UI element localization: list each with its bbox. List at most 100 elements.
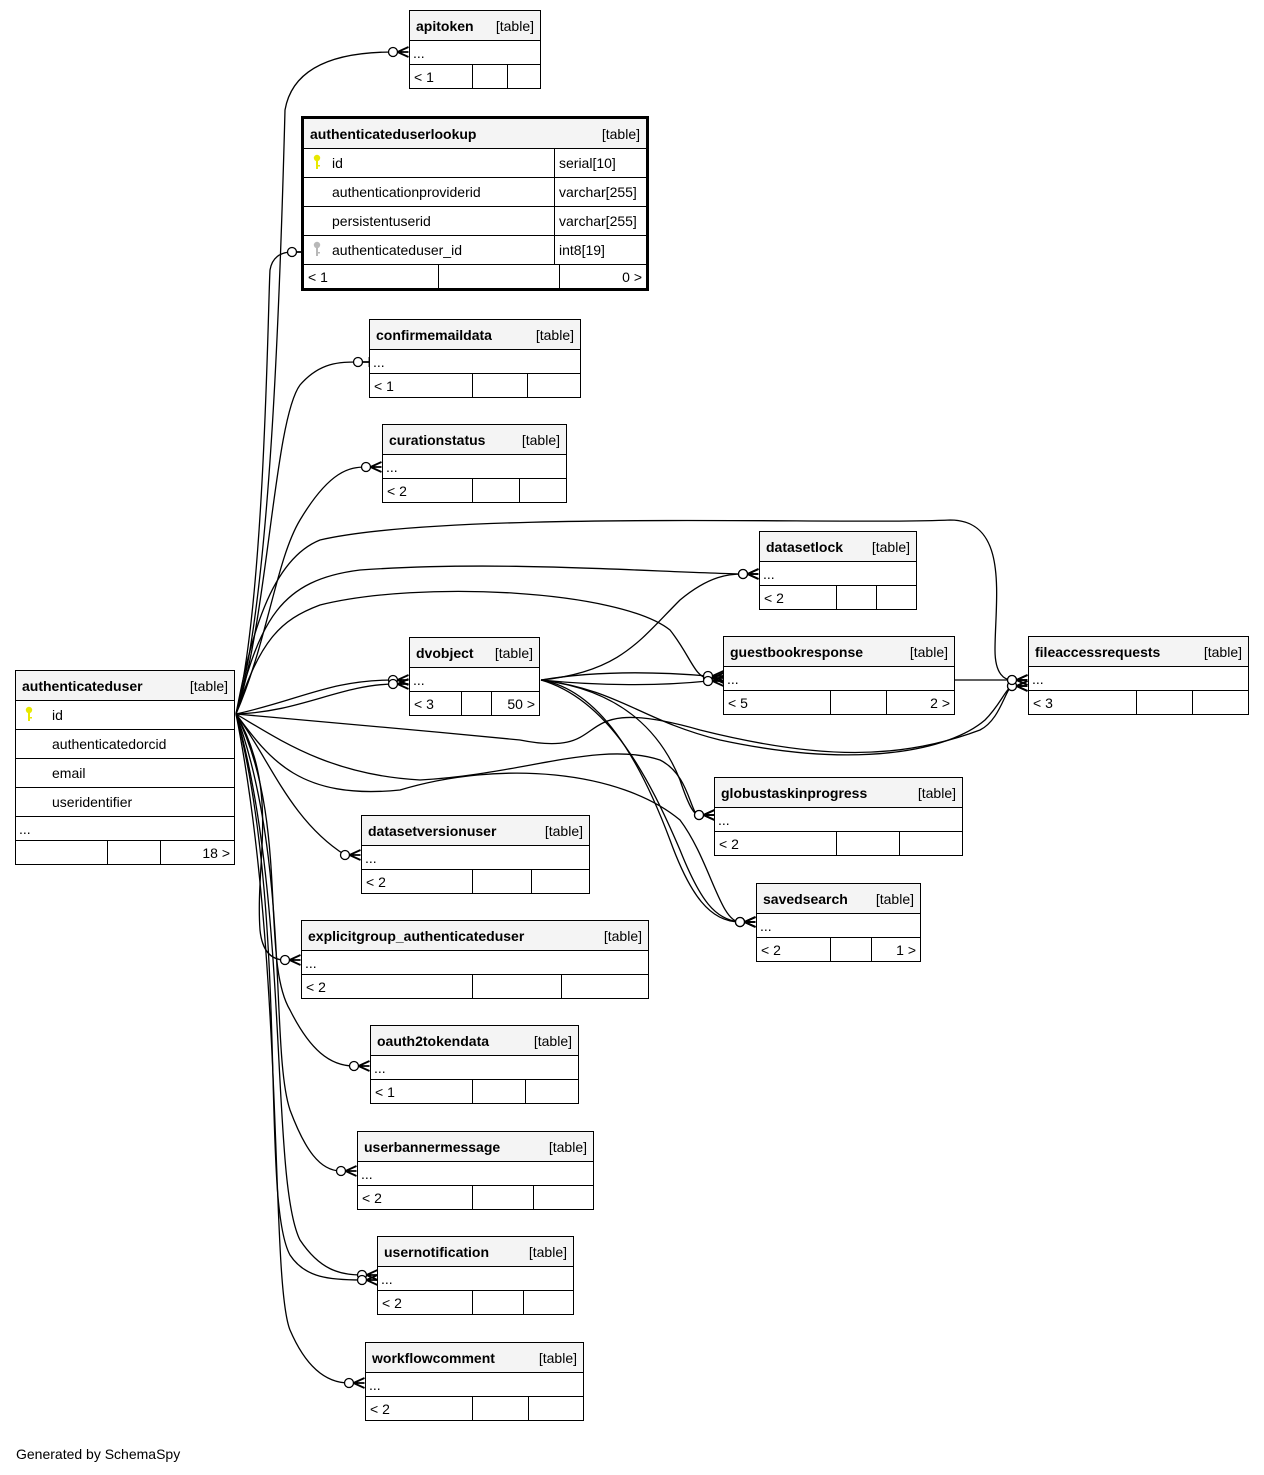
table-userbannermessage[interactable]: userbannermessage[table] ... < 2 [357, 1131, 594, 1210]
footer-cell [836, 586, 876, 609]
cardinality-many-icon [289, 954, 301, 966]
column-row: email [16, 758, 234, 787]
children-count[interactable] [533, 1186, 593, 1209]
cardinality-zero-icon [352, 356, 364, 368]
children-count[interactable] [507, 65, 540, 88]
table-explicitgroup-authenticateduser[interactable]: explicitgroup_authenticateduser[table] .… [301, 920, 649, 999]
parents-count[interactable]: < 5 [728, 694, 748, 711]
table-name[interactable]: apitoken [416, 17, 474, 34]
parents-count[interactable]: < 1 [374, 377, 394, 394]
table-name[interactable]: datasetversionuser [368, 822, 497, 839]
parents-count[interactable]: < 2 [387, 482, 407, 499]
footer-cell [836, 832, 899, 855]
children-count[interactable]: 0 > [559, 265, 646, 288]
table-name[interactable]: userbannermessage [364, 1138, 501, 1155]
relationship-dvobject-globus [540, 679, 700, 816]
children-count[interactable] [561, 975, 648, 998]
parents-count[interactable]: < 2 [366, 873, 386, 890]
cardinality-many-icon [366, 1274, 378, 1286]
parents-count[interactable]: < 3 [1033, 694, 1053, 711]
parents-count[interactable] [16, 841, 107, 864]
table-name[interactable]: savedsearch [763, 890, 848, 907]
table-name[interactable]: usernotification [384, 1243, 490, 1260]
children-count[interactable]: 50 > [491, 692, 539, 715]
column-type: varchar[255] [554, 178, 646, 206]
children-count[interactable] [525, 1080, 578, 1103]
table-workflowcomment[interactable]: workflowcomment[table] ... < 2 [365, 1342, 584, 1421]
parents-count[interactable]: < 3 [414, 695, 434, 712]
table-authenticateduserlookup[interactable]: authenticateduserlookup[table] id serial… [301, 116, 649, 291]
relationship-dvobject-a [235, 679, 394, 715]
children-count[interactable] [528, 1397, 583, 1420]
children-count[interactable] [899, 832, 962, 855]
table-usernotification[interactable]: usernotification[table] ... < 2 [377, 1236, 574, 1315]
table-name[interactable]: guestbookresponse [730, 643, 864, 660]
table-kind: [table] [521, 431, 560, 448]
parents-count[interactable]: < 2 [382, 1294, 402, 1311]
table-curationstatus[interactable]: curationstatus[table] ... < 2 [382, 424, 567, 503]
children-count[interactable] [527, 374, 580, 397]
table-name[interactable]: datasetlock [766, 538, 844, 555]
table-name[interactable]: confirmemaildata [376, 326, 492, 343]
column-type: int8[19] [554, 236, 646, 264]
footer-cell [107, 841, 160, 864]
children-count[interactable] [519, 479, 566, 502]
children-count[interactable]: 1 > [871, 938, 920, 961]
footer-cell [472, 1397, 528, 1420]
table-kind: [table] [601, 125, 640, 142]
table-datasetversionuser[interactable]: datasetversionuser[table] ... < 2 [361, 815, 590, 894]
children-count[interactable] [1192, 691, 1248, 714]
generated-by-credit: Generated by SchemaSpy [16, 1446, 181, 1462]
column-row: authenticationproviderid varchar[255] [304, 177, 646, 206]
column-type: varchar[255] [554, 207, 646, 235]
relationship-dvobject-b [235, 683, 394, 715]
cardinality-zero-icon [339, 849, 351, 861]
table-name[interactable]: curationstatus [389, 431, 486, 448]
relationship-guestbookresponse [235, 590, 709, 715]
table-apitoken[interactable]: apitoken[table] ... < 1 [409, 10, 541, 89]
cardinality-many-icon [353, 1377, 365, 1389]
table-name[interactable]: authenticateduserlookup [310, 125, 477, 142]
foreign-key-icon [304, 241, 330, 260]
parents-count[interactable]: < 2 [362, 1189, 382, 1206]
children-count[interactable]: 18 > [160, 841, 234, 864]
table-name[interactable]: explicitgroup_authenticateduser [308, 927, 525, 944]
column-name: authenticationproviderid [332, 184, 481, 200]
parents-count[interactable]: < 1 [414, 68, 434, 85]
table-name[interactable]: fileaccessrequests [1035, 643, 1161, 660]
primary-key-icon [16, 706, 42, 725]
parents-count[interactable]: < 2 [370, 1400, 390, 1417]
table-datasetlock[interactable]: datasetlock[table] ... < 2 [759, 531, 917, 610]
parents-count[interactable]: < 2 [306, 978, 326, 995]
parents-count[interactable]: < 1 [308, 268, 328, 285]
table-confirmemaildata[interactable]: confirmemaildata[table] ... < 1 [369, 319, 581, 398]
table-fileaccessrequests[interactable]: fileaccessrequests[table] ... < 3 [1028, 636, 1249, 715]
parents-count[interactable]: < 1 [375, 1083, 395, 1100]
children-count[interactable] [876, 586, 916, 609]
children-count[interactable] [531, 870, 589, 893]
parents-count[interactable]: < 2 [764, 589, 784, 606]
column-name: authenticateduser_id [332, 242, 462, 258]
table-kind: [table] [189, 677, 228, 694]
columns-ellipsis: ... [16, 816, 234, 840]
children-count[interactable] [523, 1291, 573, 1314]
table-name[interactable]: authenticateduser [22, 677, 143, 694]
columns-ellipsis: ... [724, 666, 954, 690]
relationship-userbannermessage [235, 713, 342, 1172]
table-oauth2tokendata[interactable]: oauth2tokendata[table] ... < 1 [370, 1025, 579, 1104]
table-name[interactable]: workflowcomment [372, 1349, 495, 1366]
parents-count[interactable]: < 2 [719, 835, 739, 852]
table-name[interactable]: globustaskinprogress [721, 784, 868, 801]
parents-count[interactable]: < 2 [761, 941, 781, 958]
table-globustaskinprogress[interactable]: globustaskinprogress[table] ... < 2 [714, 777, 963, 856]
table-name[interactable]: oauth2tokendata [377, 1032, 490, 1049]
column-name: useridentifier [52, 794, 133, 810]
table-name[interactable]: dvobject [416, 644, 474, 661]
children-count[interactable]: 2 > [886, 691, 954, 714]
table-authenticateduser[interactable]: authenticateduser[table] id authenticate… [15, 670, 235, 865]
footer-cell [472, 479, 519, 502]
cardinality-zero-icon [702, 675, 714, 687]
